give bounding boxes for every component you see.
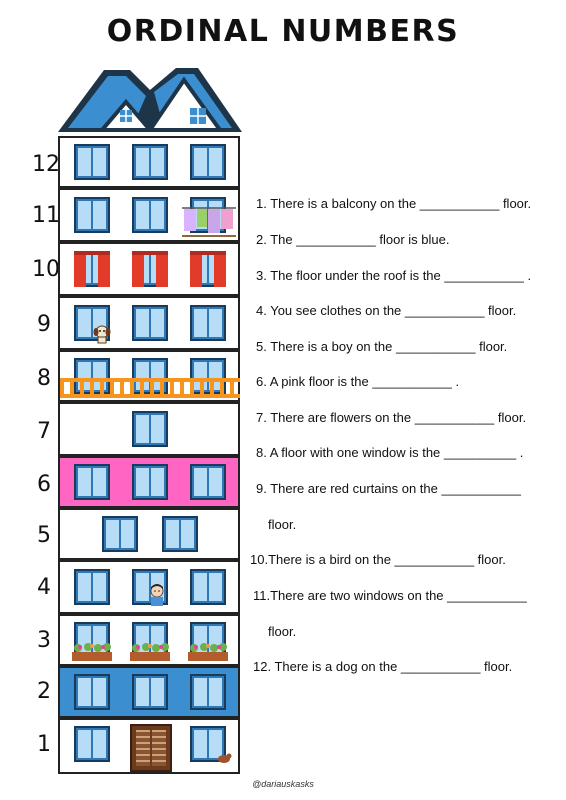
window <box>132 197 168 233</box>
floor-number-8: 8 <box>37 366 51 391</box>
window <box>74 674 110 710</box>
bird-icon <box>218 753 232 763</box>
question-12: 12. There is a dog on the ___________ fl… <box>253 659 513 674</box>
window <box>190 726 226 762</box>
question-6: 6. A pink floor is the ___________ . <box>256 374 460 389</box>
window <box>74 464 110 500</box>
curtain-icon <box>132 251 168 287</box>
question-9-continuation: floor. <box>268 517 297 532</box>
window <box>132 464 168 500</box>
floor-number-11: 11 <box>32 203 60 228</box>
floor-1 <box>58 718 240 774</box>
window <box>162 516 198 552</box>
question-10: 10.There is a bird on the ___________ fl… <box>250 552 506 567</box>
dog-icon <box>93 325 111 344</box>
floor-number-12: 12 <box>32 152 60 177</box>
window <box>74 726 110 762</box>
window <box>74 569 110 605</box>
window <box>74 144 110 180</box>
window <box>190 464 226 500</box>
floor-4 <box>58 560 240 614</box>
question-9: 9. There are red curtains on the _______… <box>256 481 522 496</box>
window <box>190 305 226 341</box>
floor-2 <box>58 666 240 718</box>
question-11: 11.There are two windows on the ________… <box>253 588 527 603</box>
floor-10 <box>58 242 240 296</box>
floor-9 <box>58 296 240 350</box>
balcony-railing <box>60 378 240 398</box>
window <box>190 674 226 710</box>
floor-11 <box>58 188 240 242</box>
flower-box-icon <box>130 643 170 661</box>
window <box>132 144 168 180</box>
question-7: 7. There are flowers on the ___________ … <box>256 410 527 425</box>
floor-6 <box>58 456 240 508</box>
window <box>102 516 138 552</box>
floor-number-7: 7 <box>37 419 51 444</box>
floor-number-1: 1 <box>37 732 51 757</box>
floor-5 <box>58 508 240 560</box>
floor-number-9: 9 <box>37 312 51 337</box>
curtain-icon <box>190 251 226 287</box>
floor-12 <box>58 136 240 188</box>
floor-number-10: 10 <box>32 257 60 282</box>
curtain-icon <box>74 251 110 287</box>
flower-box-icon <box>188 643 228 661</box>
floor-number-3: 3 <box>37 628 51 653</box>
question-2: 2. The ___________ floor is blue. <box>256 232 450 247</box>
boy-icon <box>150 584 164 606</box>
credit-text: @dariauskasks <box>252 779 314 789</box>
question-3: 3. The floor under the roof is the _____… <box>256 268 532 283</box>
window <box>132 674 168 710</box>
floor-7 <box>58 402 240 456</box>
floor-number-5: 5 <box>37 523 51 548</box>
question-5: 5. There is a boy on the ___________ flo… <box>256 339 508 354</box>
clothes-line-icon <box>182 207 236 237</box>
door <box>130 724 172 772</box>
question-4: 4. You see clothes on the ___________ fl… <box>256 303 517 318</box>
question-11-continuation: floor. <box>268 624 297 639</box>
floor-3 <box>58 614 240 666</box>
flower-box-icon <box>72 643 112 661</box>
floor-number-2: 2 <box>37 679 51 704</box>
floor-number-4: 4 <box>37 575 51 600</box>
roof-illustration <box>58 68 242 132</box>
floor-number-6: 6 <box>37 472 51 497</box>
window <box>132 305 168 341</box>
window <box>132 411 168 447</box>
page-title: ORDINAL NUMBERS <box>106 14 460 49</box>
window <box>190 144 226 180</box>
window <box>74 197 110 233</box>
question-1: 1. There is a balcony on the ___________… <box>256 196 532 211</box>
window <box>190 569 226 605</box>
question-8: 8. A floor with one window is the ______… <box>256 445 524 460</box>
